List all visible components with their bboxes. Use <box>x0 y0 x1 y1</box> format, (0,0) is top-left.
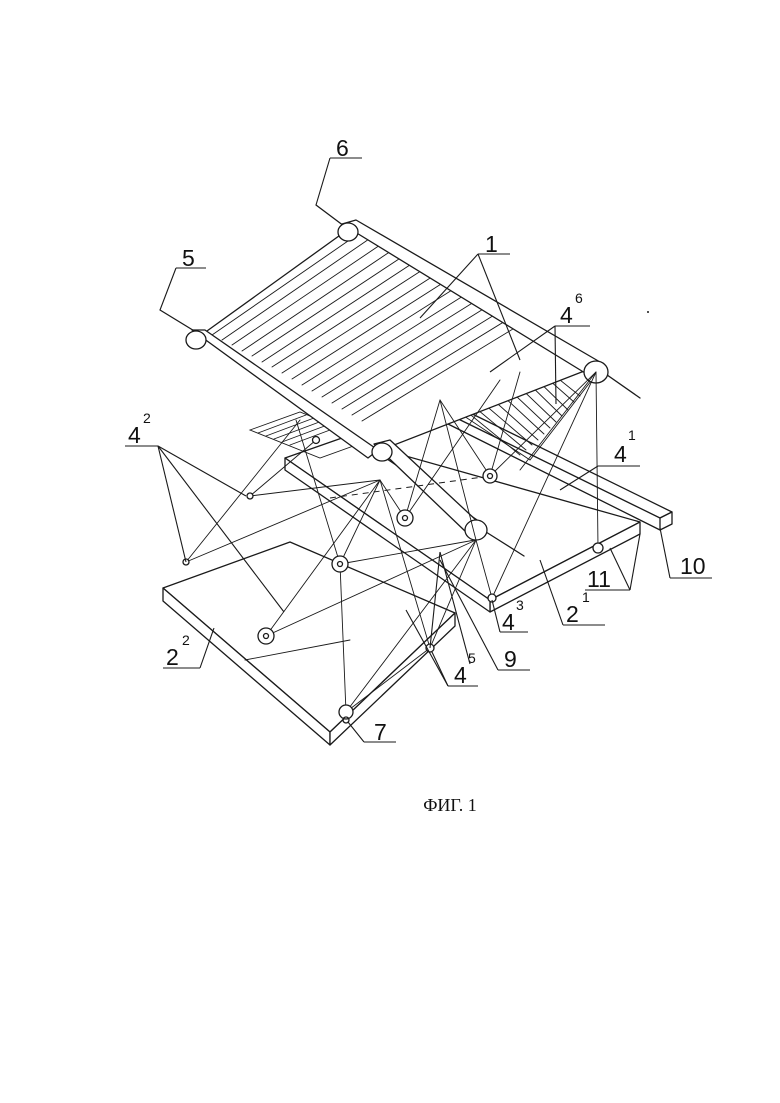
label-4-3-sup: 3 <box>516 597 524 613</box>
label-4-5-sup: 5 <box>468 650 476 666</box>
label-4-6-sup: 6 <box>575 290 583 306</box>
label-2-2-sup: 2 <box>182 632 190 648</box>
label-1: 1 <box>485 231 498 257</box>
label-11: 11 <box>587 566 611 592</box>
label-4-2-sup: 2 <box>143 410 151 426</box>
figure-caption: ФИГ. 1 <box>423 795 477 815</box>
label-9: 9 <box>504 646 517 672</box>
label-4-1-sup: 1 <box>628 427 636 443</box>
label-2-1: 2 <box>566 601 579 627</box>
label-2-2: 2 <box>166 644 179 670</box>
label-2-1-sup: 1 <box>582 589 590 605</box>
label-10: 10 <box>680 553 706 579</box>
label-5: 5 <box>182 245 195 271</box>
label-6: 6 <box>336 135 349 161</box>
label-7: 7 <box>374 719 387 745</box>
label-4-6: 4 <box>560 302 573 328</box>
label-4-2: 4 <box>128 422 141 448</box>
plate-left <box>163 542 455 745</box>
label-4-3: 4 <box>502 609 515 635</box>
label-4-5: 4 <box>454 662 467 688</box>
label-4-1: 4 <box>614 441 627 467</box>
stray-dot <box>647 311 649 313</box>
